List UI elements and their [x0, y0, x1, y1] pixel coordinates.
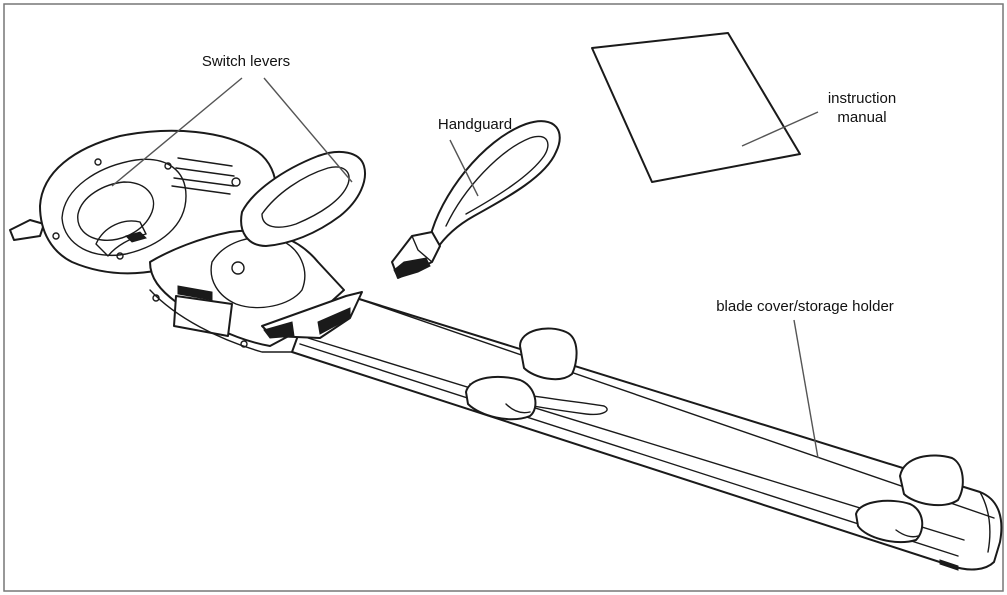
- instruction-manual-leader: [741, 111, 819, 147]
- blade-cover-drawing: [291, 297, 1003, 571]
- blade-cover-label: blade cover/storage holder: [716, 298, 894, 315]
- instruction-manual-label-line1: instruction: [828, 90, 896, 107]
- switch-lever-leader-left: [111, 77, 243, 187]
- handguard-leader: [449, 139, 479, 197]
- trimmer-body-drawing: [9, 129, 366, 353]
- figure-frame: [3, 3, 1004, 592]
- handguard-drawing: [391, 120, 561, 279]
- blade-cover-leader: [793, 319, 819, 459]
- switch-lever-leader-right: [263, 77, 353, 183]
- handguard-label: Handguard: [438, 116, 512, 133]
- switch-levers-label: Switch levers: [202, 53, 290, 70]
- instruction-manual-drawing: [591, 32, 801, 183]
- instruction-manual-label-line2: manual: [837, 109, 886, 126]
- vent-slots: [164, 157, 241, 195]
